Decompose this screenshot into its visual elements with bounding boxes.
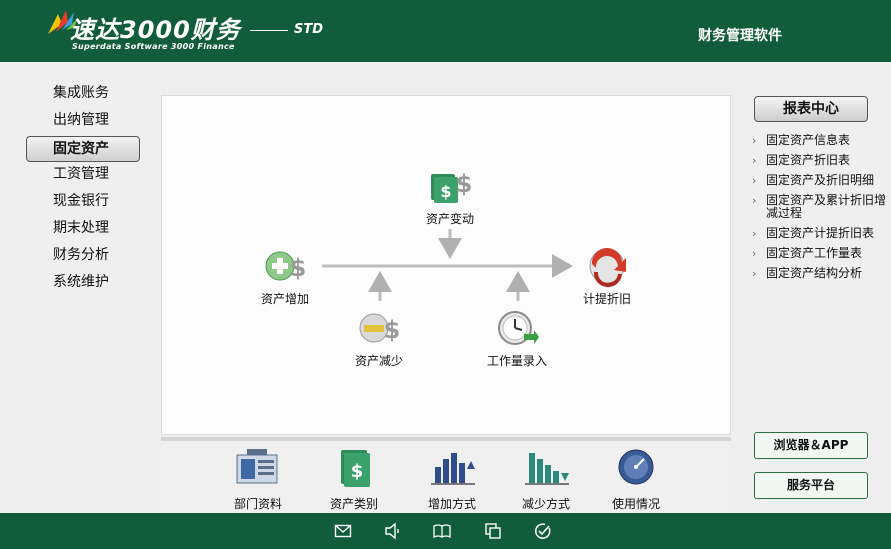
report-item[interactable]: ›固定资产及累计折旧增减过程 [752, 193, 887, 220]
asset-add-icon: $ [265, 251, 307, 282]
tool-asset-category[interactable]: $ 资产类别 [319, 447, 389, 512]
tool-asset-category-label: 资产类别 [329, 497, 378, 511]
product-title: 财务管理软件 [698, 28, 782, 44]
svg-text:$: $ [290, 254, 307, 282]
mail-icon[interactable] [334, 522, 352, 540]
depreciation-icon [589, 247, 626, 287]
report-item[interactable]: ›固定资产及折旧明细 [752, 173, 875, 188]
fixed-asset-toolbar: 部门资料 $ 资产类别 增加方式 减少方式 使用情况 [161, 437, 731, 513]
workload-entry-label: 工作量录入 [486, 354, 547, 368]
report-item[interactable]: ›固定资产折旧表 [752, 153, 851, 168]
asset-change-label: 资产变动 [425, 212, 474, 226]
tool-increase-method[interactable]: 增加方式 [417, 447, 487, 512]
asset-add-label: 资产增加 [260, 292, 309, 306]
speaker-icon[interactable] [384, 522, 402, 540]
asset-change-node[interactable]: $ $ 资产变动 [417, 166, 483, 227]
chevron-right-icon: › [752, 247, 757, 260]
svg-text:$: $ [456, 170, 472, 198]
svg-text:$: $ [440, 182, 451, 201]
brand-title: 速达3000财务 [70, 16, 241, 44]
tool-increase-method-label: 增加方式 [427, 497, 476, 511]
tool-decrease-method-label: 减少方式 [521, 497, 570, 511]
report-item[interactable]: ›固定资产工作量表 [752, 246, 863, 261]
report-item[interactable]: ›固定资产信息表 [752, 133, 851, 148]
chevron-right-icon: › [752, 154, 757, 167]
nav-item-cash-bank[interactable]: 现金银行 [53, 193, 109, 209]
flow-connectors [322, 229, 573, 301]
workload-entry-node[interactable]: 工作量录入 [480, 306, 554, 369]
chevron-right-icon: › [752, 267, 757, 280]
usage-icon [618, 449, 654, 485]
svg-text:$: $ [384, 316, 401, 344]
service-platform-button[interactable]: 服务平台 [754, 472, 868, 499]
check-icon[interactable] [534, 522, 552, 540]
nav-item-system-maintenance[interactable]: 系统维护 [53, 274, 109, 290]
asset-reduce-icon: $ [359, 313, 401, 344]
module-nav: 集成账务 出纳管理 固定资产 工资管理 现金银行 期末处理 财务分析 系统维护 [26, 82, 140, 298]
nav-item-financial-analysis[interactable]: 财务分析 [53, 247, 109, 263]
browser-app-button[interactable]: 浏览器＆APP [754, 432, 868, 459]
asset-add-node[interactable]: $ 资产增加 [250, 244, 320, 307]
chevron-right-icon: › [752, 227, 757, 240]
nav-item-period-end[interactable]: 期末处理 [53, 220, 109, 236]
tool-department-label: 部门资料 [233, 497, 282, 511]
chevron-right-icon: › [752, 194, 757, 207]
edition-label: STD [294, 22, 324, 37]
depreciation-node[interactable]: 计提折旧 [572, 244, 642, 307]
report-item[interactable]: ›固定资产计提折旧表 [752, 226, 875, 241]
svg-text:$: $ [351, 461, 364, 482]
report-center-button[interactable]: 报表中心 [754, 96, 868, 122]
footer [0, 513, 891, 549]
nav-item-payroll[interactable]: 工资管理 [53, 166, 109, 182]
increase-method-icon [431, 453, 475, 485]
report-item[interactable]: ›固定资产结构分析 [752, 266, 863, 281]
report-list: ›固定资产信息表 ›固定资产折旧表 ›固定资产及折旧明细 ›固定资产及累计折旧增… [752, 134, 888, 287]
asset-category-icon: $ [341, 450, 370, 487]
decrease-method-icon [525, 453, 569, 485]
chevron-right-icon: › [752, 174, 757, 187]
asset-reduce-label: 资产减少 [354, 354, 403, 368]
tool-usage[interactable]: 使用情况 [601, 447, 671, 512]
asset-change-icon: $ $ [431, 170, 472, 203]
tool-department[interactable]: 部门资料 [223, 447, 293, 512]
clock-icon [498, 311, 539, 345]
nav-item-ledger[interactable]: 集成账务 [53, 85, 109, 101]
tool-usage-label: 使用情况 [611, 497, 660, 511]
fixed-asset-flow-panel: $ $ 资产变动 $ 资产增加 $ 资产减少 工作量录入 [161, 95, 731, 435]
nav-item-cashier[interactable]: 出纳管理 [53, 112, 109, 128]
tool-decrease-method[interactable]: 减少方式 [511, 447, 581, 512]
book-icon[interactable] [433, 522, 451, 540]
nav-item-fixed-assets[interactable]: 固定资产 [26, 136, 140, 162]
asset-reduce-node[interactable]: $ 资产减少 [346, 306, 412, 369]
depreciation-label: 计提折旧 [582, 292, 631, 306]
brand-subtitle: Superdata Software 3000 Finance [72, 42, 235, 51]
department-icon [236, 449, 278, 484]
copy-icon[interactable] [484, 522, 502, 540]
brand-divider [250, 30, 288, 31]
header: 速达3000财务 Superdata Software 3000 Finance… [0, 0, 891, 62]
chevron-right-icon: › [752, 134, 757, 147]
logo-icon [48, 10, 78, 34]
